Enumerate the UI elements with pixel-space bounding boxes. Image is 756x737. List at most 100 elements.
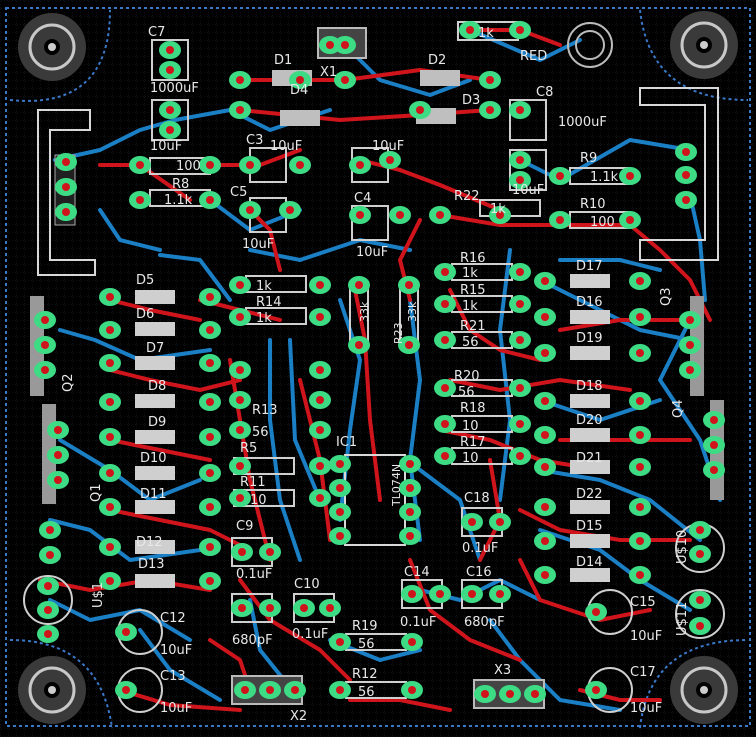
label-r12: R12	[352, 667, 378, 682]
label-c17: C17	[630, 665, 656, 680]
pad-via	[106, 398, 114, 406]
pad-via	[405, 281, 413, 289]
pad-via	[636, 503, 644, 511]
pad-via	[286, 206, 294, 214]
label-r33k-b: 33k	[406, 301, 419, 322]
pad-via	[516, 384, 524, 392]
pad-via	[496, 518, 504, 526]
pad-via	[356, 211, 364, 219]
pad-via	[246, 161, 254, 169]
label-r19: R19	[352, 619, 378, 634]
label-r17: R17	[460, 435, 486, 450]
label-d11: D11	[140, 487, 167, 502]
label-r15: R15	[460, 283, 486, 298]
label-c13-value: 10uF	[160, 701, 192, 716]
pad-via	[296, 76, 304, 84]
pad-via	[54, 451, 62, 459]
pad-via	[336, 686, 344, 694]
label-r23: R23	[392, 322, 405, 344]
pad-via	[496, 211, 504, 219]
pad-via	[686, 316, 694, 324]
pad-via	[441, 300, 449, 308]
pad-via	[441, 384, 449, 392]
label-c5-value: 10uF	[242, 237, 274, 252]
pad-via	[541, 571, 549, 579]
label-c10-value: 0.1uF	[292, 627, 328, 642]
pad-via	[206, 196, 214, 204]
mounting-hole-top-left	[18, 13, 86, 81]
keepout-arc-br	[639, 639, 749, 729]
pad-via	[406, 532, 414, 540]
pad-via	[386, 156, 394, 164]
label-x2: X2	[290, 709, 307, 724]
label-r33k-a: 33k	[358, 301, 371, 322]
label-q1: Q1	[89, 483, 104, 502]
pad-via	[626, 216, 634, 224]
label-d8: D8	[148, 379, 166, 394]
pad-via	[106, 503, 114, 511]
pad-via	[166, 46, 174, 54]
pad-via	[62, 183, 70, 191]
ic1-outline	[344, 454, 406, 546]
pad-via	[316, 426, 324, 434]
label-r18: R18	[460, 401, 486, 416]
pad-via	[686, 341, 694, 349]
pad-via	[531, 690, 539, 698]
pad-via	[136, 161, 144, 169]
label-c16: C16	[466, 565, 492, 580]
pad-via	[326, 41, 334, 49]
label-r19-value: 56	[358, 637, 375, 652]
pad-via	[636, 349, 644, 357]
label-u11: U$11	[675, 602, 690, 636]
pad-via	[408, 590, 416, 598]
pad-via	[441, 336, 449, 344]
label-q3: Q3	[659, 287, 674, 306]
pad-via	[266, 548, 274, 556]
pad-via	[516, 336, 524, 344]
pad-via	[44, 630, 52, 638]
pad-via	[516, 452, 524, 460]
label-q2: Q2	[61, 373, 76, 392]
pad-via	[166, 126, 174, 134]
pad-via	[44, 606, 52, 614]
keepout-arc-bl	[9, 639, 113, 729]
pad-via	[416, 106, 424, 114]
pad-via	[516, 106, 524, 114]
pad-via	[436, 211, 444, 219]
label-r22-value: 1k	[490, 202, 506, 217]
pad-via	[316, 462, 324, 470]
pad-via	[46, 526, 54, 534]
label-r1k-b: 1k	[256, 311, 272, 326]
label-d19: D19	[576, 331, 603, 346]
pad-via	[54, 426, 62, 434]
label-d9: D9	[148, 415, 166, 430]
pad-via	[316, 494, 324, 502]
pad-via	[44, 582, 52, 590]
label-c4-value: 10uF	[356, 245, 388, 260]
mounting-hole-top-right	[670, 11, 738, 79]
pad-via	[106, 433, 114, 441]
pad-via	[236, 366, 244, 374]
label-c7-value: 1000uF	[150, 81, 199, 96]
pad-via	[336, 460, 344, 468]
label-c18-value: 0.1uF	[462, 541, 498, 556]
pad-via	[106, 326, 114, 334]
pad-via	[46, 551, 54, 559]
label-r20-value: 56	[458, 385, 475, 400]
label-d14: D14	[576, 555, 603, 570]
pad-via	[516, 300, 524, 308]
pad-via	[246, 206, 254, 214]
label-x3: X3	[494, 663, 511, 678]
pad-via	[468, 590, 476, 598]
label-d7: D7	[146, 341, 164, 356]
label-d4: D4	[290, 83, 308, 98]
pad-via	[556, 216, 564, 224]
pads	[34, 21, 725, 703]
pad-via	[636, 397, 644, 405]
pad-via	[696, 596, 704, 604]
pad-via	[710, 466, 718, 474]
pad-via	[516, 156, 524, 164]
pad-via	[710, 441, 718, 449]
label-d17: D17	[576, 259, 603, 274]
